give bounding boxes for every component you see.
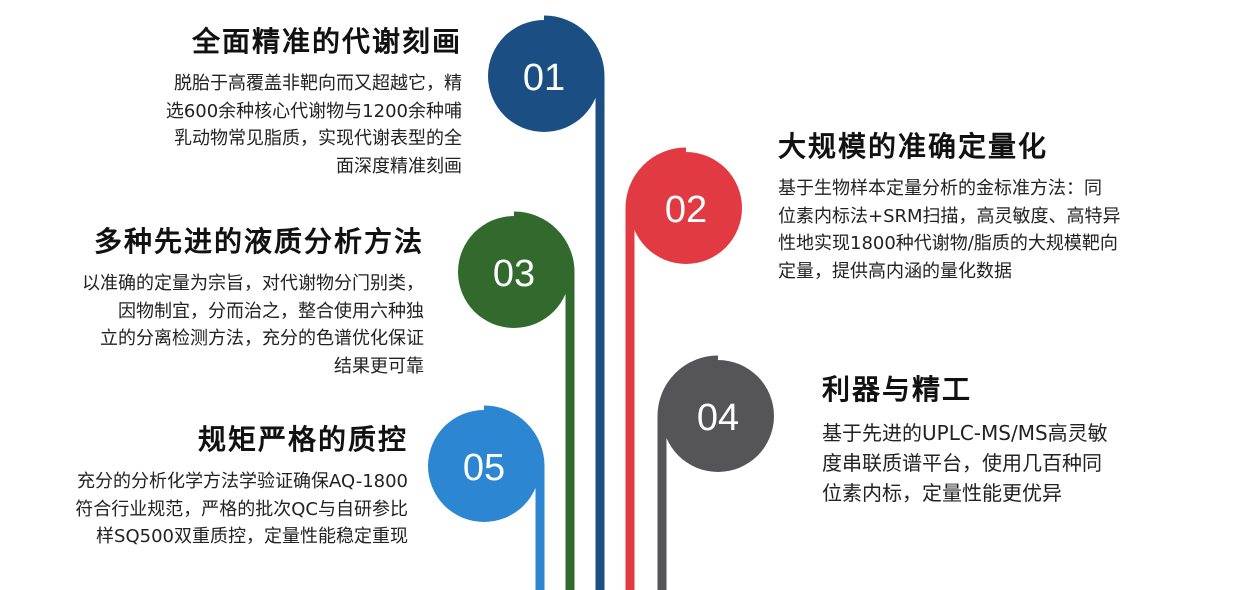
- feature-01-line-3: 乳动物常见脂质，实现代谢表型的全: [174, 128, 462, 149]
- step-01-number: 01: [523, 57, 565, 99]
- feature-03-title: 多种先进的液质分析方法: [93, 225, 424, 258]
- step-05-circle: [428, 410, 540, 522]
- step-04-marker: 04: [657, 355, 774, 590]
- feature-05-title: 规矩严格的质控: [197, 423, 408, 456]
- feature-03-line-1: 以准确的定量为宗旨，对代谢物分门别类，: [82, 273, 424, 294]
- feature-04-description: 基于先进的UPLC-MS/MS高灵敏 度串联质谱平台，使用几百种同 位素内标，定…: [822, 418, 1202, 508]
- feature-02: 大规模的准确定量化 基于生物样本定量分析的金标准方法：同 位素内标法+SRM扫描…: [778, 127, 1178, 285]
- feature-03-line-4: 结果更可靠: [334, 355, 424, 377]
- feature-02-title: 大规模的准确定量化: [778, 130, 1049, 163]
- feature-01: 全面精准的代谢刻画 脱胎于高覆盖非靶向而又超越它，精 选600余种核心代谢物与1…: [80, 22, 462, 180]
- feature-02-description: 基于生物样本定量分析的金标准方法：同 位素内标法+SRM扫描，高灵敏度、高特异 …: [778, 175, 1178, 285]
- feature-01-description: 脱胎于高覆盖非靶向而又超越它，精 选600余种核心代谢物与1200余种哺 乳动物…: [80, 70, 462, 180]
- feature-02-line-3: 性地实现1800种代谢物/脂质的大规模靶向: [778, 233, 1118, 254]
- step-02-circle: [630, 152, 742, 264]
- feature-01-line-4: 面深度精准刻画: [336, 155, 462, 177]
- step-03-marker: 03: [458, 211, 575, 590]
- feature-04-line-1: 基于先进的UPLC-MS/MS高灵敏: [822, 421, 1108, 445]
- feature-02-line-4: 定量，提供高内涵的量化数据: [778, 260, 1012, 282]
- feature-04-title: 利器与精工: [822, 373, 973, 406]
- step-03-circle: [458, 216, 570, 328]
- step-02-number: 02: [665, 189, 707, 231]
- feature-01-line-1: 脱胎于高覆盖非靶向而又超越它，精: [174, 73, 462, 94]
- feature-05-line-2: 符合行业规范，严格的批次QC与自研参比: [75, 498, 408, 520]
- feature-04: 利器与精工 基于先进的UPLC-MS/MS高灵敏 度串联质谱平台，使用几百种同 …: [822, 370, 1202, 508]
- feature-03: 多种先进的液质分析方法 以准确的定量为宗旨，对代谢物分门别类， 因物制宜，分而治…: [40, 222, 424, 380]
- feature-05-line-3: 样SQ500双重质控，定量性能稳定重现: [96, 526, 408, 547]
- feature-03-description: 以准确的定量为宗旨，对代谢物分门别类， 因物制宜，分而治之，整合使用六种独 立的…: [40, 270, 424, 380]
- step-02-marker: 02: [625, 147, 742, 590]
- feature-02-line-1: 基于生物样本定量分析的金标准方法：同: [778, 178, 1102, 199]
- feature-01-line-2: 选600余种核心代谢物与1200余种哺: [165, 100, 462, 122]
- feature-05-line-1: 充分的分析化学方法学验证确保AQ-1800: [77, 471, 408, 492]
- step-01-marker: 01: [488, 15, 605, 590]
- feature-02-line-2: 位素内标法+SRM扫描，高灵敏度、高特异: [778, 205, 1121, 227]
- step-05-number: 05: [463, 447, 505, 489]
- step-04-circle: [662, 360, 774, 472]
- step-01-circle: [488, 20, 600, 132]
- feature-04-line-3: 位素内标，定量性能更优异: [822, 481, 1062, 505]
- feature-05-description: 充分的分析化学方法学验证确保AQ-1800 符合行业规范，严格的批次QC与自研参…: [20, 468, 408, 551]
- step-03-number: 03: [493, 253, 535, 295]
- feature-01-title: 全面精准的代谢刻画: [191, 25, 462, 58]
- feature-04-line-2: 度串联质谱平台，使用几百种同: [822, 451, 1102, 475]
- feature-03-line-3: 立的分离检测方法，充分的色谱优化保证: [100, 328, 424, 349]
- feature-05: 规矩严格的质控 充分的分析化学方法学验证确保AQ-1800 符合行业规范，严格的…: [20, 420, 408, 551]
- feature-03-line-2: 因物制宜，分而治之，整合使用六种独: [118, 300, 424, 322]
- step-04-number: 04: [697, 397, 739, 439]
- step-05-marker: 05: [428, 405, 545, 590]
